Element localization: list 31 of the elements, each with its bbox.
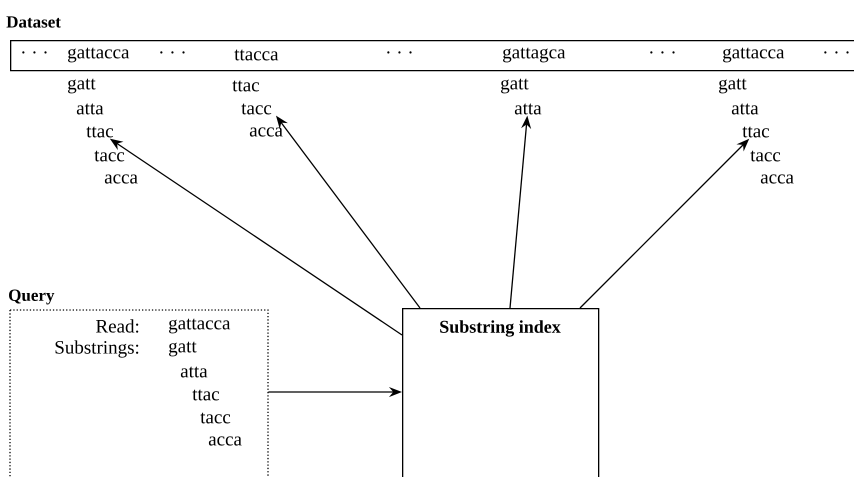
- sequence-text: ttac: [192, 390, 220, 400]
- substring-text: ttac: [742, 126, 770, 138]
- sequence-text: tacc: [750, 150, 780, 162]
- field-label: Substrings:: [56, 340, 138, 358]
- sequence-text: atta: [180, 366, 208, 378]
- sequence-text: ttacca: [234, 50, 278, 60]
- sequence-text: atta: [732, 104, 758, 114]
- ellipsis: · · ·: [387, 51, 412, 54]
- ellipsis: · · ·: [824, 51, 849, 54]
- heading: Query: [9, 290, 54, 304]
- ellipsis: · · ·: [22, 51, 47, 54]
- sequence-text: acca: [208, 436, 242, 446]
- sequence-text: gattacca: [723, 48, 784, 62]
- field-label: Read:: [96, 319, 138, 333]
- ellipsis: · · ·: [650, 51, 675, 54]
- heading: Dataset: [6, 16, 61, 28]
- substring-text: tacc: [241, 104, 272, 114]
- sequence-text: tacc: [94, 150, 124, 162]
- substring-text: ttac: [86, 126, 114, 138]
- sequence-text: tacc: [200, 412, 230, 424]
- substring-text: atta: [514, 104, 542, 114]
- sequence-text: acca: [250, 127, 283, 137]
- sequence-text: gattagca: [503, 48, 566, 62]
- sequence-text: gattacca: [169, 318, 230, 334]
- index-box: Substring index: [402, 308, 600, 477]
- sequence-text: gattacca: [68, 48, 130, 62]
- ellipsis: · · ·: [160, 51, 185, 54]
- sequence-text: gatt: [169, 342, 197, 356]
- sequence-text: acca: [104, 174, 138, 184]
- sequence-text: atta: [76, 104, 104, 114]
- sequence-text: acca: [760, 174, 794, 184]
